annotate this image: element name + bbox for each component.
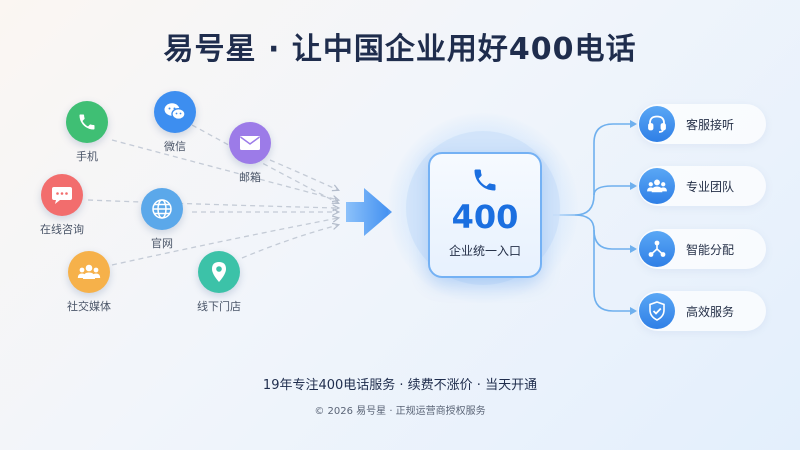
channel-label: 微信 — [164, 140, 186, 153]
distribute-icon — [639, 231, 675, 267]
service-label: 客服接听 — [686, 118, 735, 132]
phone-icon — [66, 101, 108, 143]
channel-chat: 在线咨询 — [27, 174, 97, 237]
connector-store — [241, 225, 338, 259]
team-icon — [639, 168, 675, 204]
chat-icon — [41, 174, 83, 216]
channel-label: 邮箱 — [239, 171, 261, 184]
footer-copyright: © 2026 易号星 · 正规运营商授权服务 — [314, 406, 486, 417]
channel-website: 官网 — [127, 188, 197, 251]
headset-icon — [639, 106, 675, 142]
phone-icon — [430, 166, 540, 196]
channel-social: 社交媒体 — [54, 251, 124, 314]
channel-label: 手机 — [76, 150, 98, 163]
people-icon — [68, 251, 110, 293]
hub-subtitle: 企业统一入口 — [448, 244, 521, 258]
service-pro-team: 专业团队 — [638, 166, 766, 206]
service-efficient: 高效服务 — [638, 291, 766, 331]
globe-icon — [141, 188, 183, 230]
wechat-icon — [154, 91, 196, 133]
mail-icon — [229, 122, 271, 164]
channel-mail: 邮箱 — [215, 122, 285, 185]
channel-label: 在线咨询 — [40, 223, 84, 236]
hub-number: 400 — [451, 198, 519, 236]
service-label: 专业团队 — [686, 180, 735, 194]
footer-tagline: 19年专注400电话服务 · 续费不涨价 · 当天开通 — [262, 378, 538, 393]
channel-wechat: 微信 — [140, 91, 210, 154]
channel-label: 社交媒体 — [67, 300, 111, 313]
service-smart-distribution: 智能分配 — [638, 229, 766, 269]
service-label: 智能分配 — [686, 243, 735, 257]
connector-chat — [87, 199, 338, 208]
flow-arrow — [346, 188, 392, 236]
channel-label: 官网 — [151, 237, 173, 250]
channel-store: 线下门店 — [184, 251, 254, 314]
location-pin-icon — [198, 251, 240, 293]
channel-label: 线下门店 — [197, 300, 241, 313]
page-title: 易号星 · 让中国企业用好400电话 — [163, 32, 637, 67]
shield-check-icon — [639, 293, 675, 329]
hub-card: 400 企业统一入口 — [428, 152, 542, 278]
service-customer-answer: 客服接听 — [638, 104, 766, 144]
service-label: 高效服务 — [686, 305, 735, 319]
channel-phone: 手机 — [52, 101, 122, 164]
